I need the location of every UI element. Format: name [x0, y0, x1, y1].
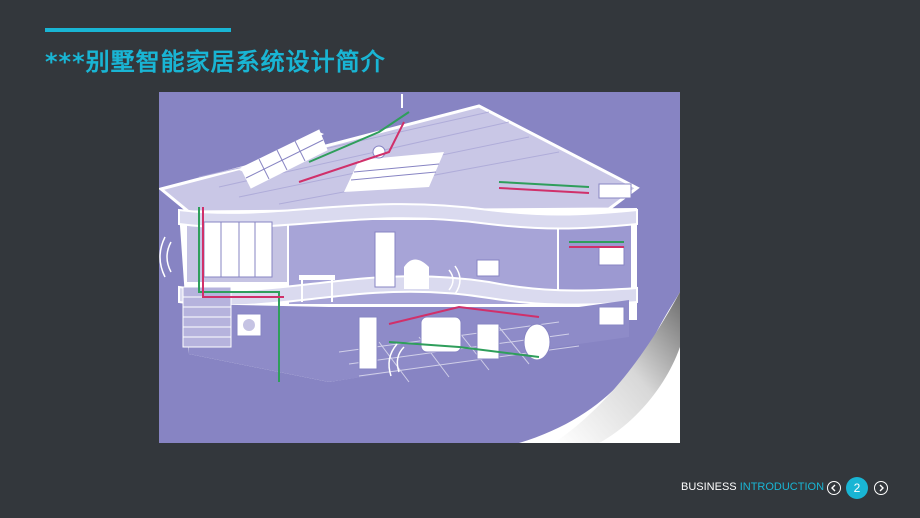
- footer-label: BUSINESS INTRODUCTION: [681, 481, 824, 493]
- chevron-right-icon: [879, 484, 884, 492]
- prev-page-button[interactable]: [827, 481, 841, 495]
- title-accent-bar: [45, 28, 231, 32]
- footer-label-business: BUSINESS: [681, 481, 737, 493]
- slide-title: ***别墅智能家居系统设计简介: [45, 48, 386, 76]
- page-number-badge: 2: [846, 477, 868, 499]
- chevron-left-icon: [831, 484, 836, 492]
- footer-label-introduction: INTRODUCTION: [739, 481, 825, 493]
- smart-home-illustration: [159, 92, 680, 443]
- next-page-button[interactable]: [874, 481, 888, 495]
